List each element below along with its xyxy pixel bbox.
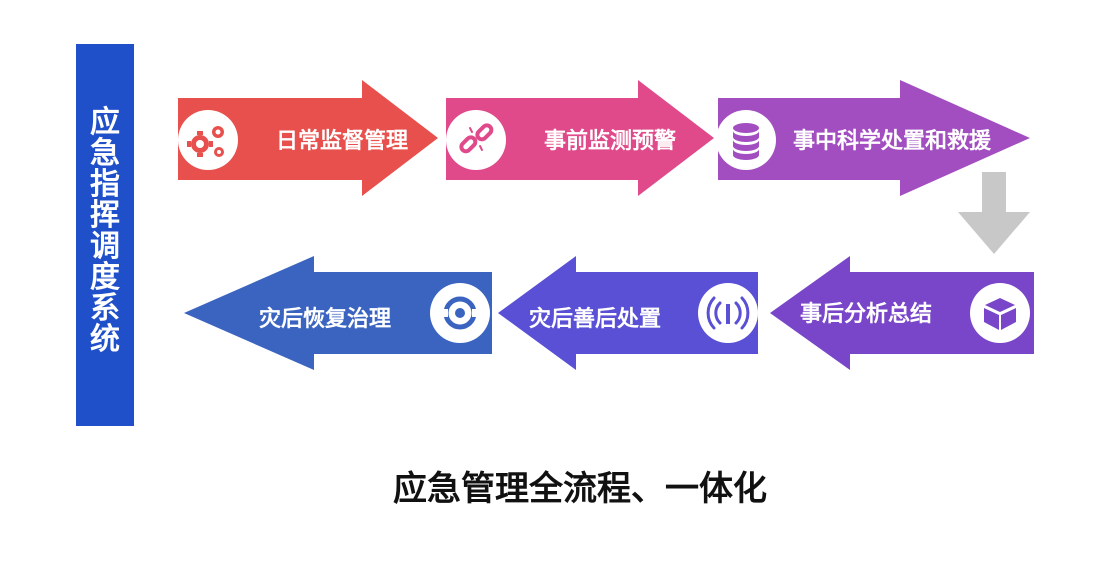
database-icon (716, 110, 776, 170)
gears-icon (178, 110, 238, 170)
box-icon (970, 283, 1030, 343)
side-bar-label: 应急指挥调度系统 (90, 105, 120, 357)
step-arrow-5 (498, 256, 758, 370)
side-bar (76, 44, 134, 426)
step-arrow-3 (718, 80, 1030, 196)
step-label-4: 事后分析总结 (800, 301, 932, 327)
recovery-cycle-icon (430, 283, 490, 343)
broken-link-icon (446, 110, 506, 170)
caption: 应急管理全流程、一体化 (393, 469, 767, 509)
step-arrow-6 (184, 256, 492, 370)
step-arrow-4 (770, 256, 1034, 370)
signal-broadcast-icon (698, 283, 758, 343)
step-label-2: 事前监测预警 (544, 128, 676, 154)
step-arrow-1 (178, 80, 438, 196)
step-label-3: 事中科学处置和救援 (793, 128, 992, 154)
down-arrow-icon (958, 172, 1030, 254)
step-label-6: 灾后恢复治理 (259, 306, 391, 332)
step-arrow-2 (446, 80, 714, 196)
step-label-1: 日常监督管理 (276, 128, 408, 154)
step-label-5: 灾后善后处置 (529, 306, 661, 332)
